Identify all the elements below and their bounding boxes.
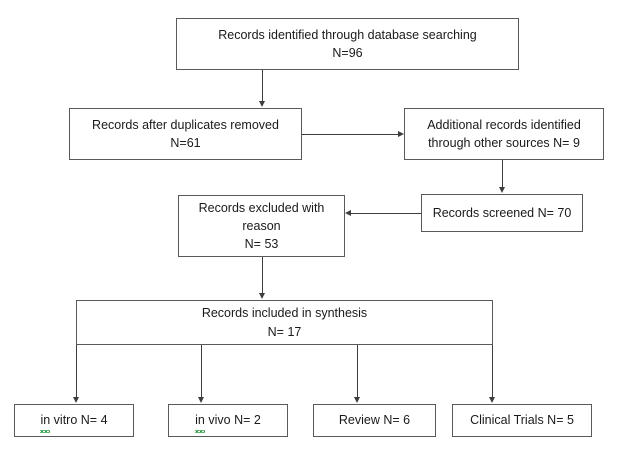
- connector-included-to-outcome-3: [357, 345, 358, 398]
- arrowhead-identified-to-duplicates: [258, 101, 265, 107]
- node-duplicates-removed-count: N=61: [170, 136, 201, 150]
- node-records-excluded-line1: Records excluded with: [198, 200, 325, 215]
- arrowhead-included-to-outcome-4: [488, 397, 495, 403]
- node-outcome-in-vivo-rest: vivo N= 2: [204, 413, 261, 428]
- node-records-excluded-line2: reason: [242, 218, 281, 233]
- arrowhead-included-to-outcome-1: [72, 397, 79, 403]
- spellcheck-underline-in-vivo: in: [195, 411, 205, 433]
- node-records-included-line1: Records included in synthesis: [201, 306, 368, 321]
- node-outcome-review-label: Review N= 6: [338, 413, 411, 428]
- node-duplicates-removed: Records after duplicates removed N=61: [69, 108, 302, 160]
- arrowhead-additional-to-screened: [498, 187, 505, 193]
- node-records-included-count: N= 17: [267, 324, 302, 339]
- connector-identified-to-duplicates: [262, 70, 263, 102]
- connector-included-to-outcome-2: [201, 345, 202, 398]
- node-records-identified-count: N=96: [332, 46, 363, 60]
- node-outcome-clinical-trials: Clinical Trials N= 5: [452, 404, 592, 437]
- arrowhead-duplicates-to-additional: [398, 130, 404, 137]
- node-additional-records-line1: Additional records identified: [427, 117, 581, 132]
- arrowhead-screened-to-excluded: [345, 209, 351, 216]
- node-outcome-in-vitro-rest: vitro N= 4: [50, 413, 108, 428]
- connector-included-to-outcome-1: [76, 345, 77, 398]
- spellcheck-underline-in-vitro: in: [40, 411, 50, 433]
- node-additional-records-line2: through other sources N= 9: [428, 136, 580, 150]
- node-outcome-in-vitro: in vitro N= 4: [14, 404, 134, 437]
- node-records-excluded: Records excluded with reason N= 53: [178, 195, 345, 257]
- node-outcome-in-vivo-label: in vivo N= 2: [195, 411, 261, 433]
- connector-included-to-outcome-4: [492, 345, 493, 398]
- node-outcome-in-vitro-label: in vitro N= 4: [40, 411, 108, 433]
- node-records-excluded-count: N= 53: [244, 237, 279, 252]
- connector-duplicates-to-additional: [302, 134, 398, 135]
- node-outcome-review: Review N= 6: [313, 404, 436, 437]
- node-additional-records: Additional records identified through ot…: [404, 108, 604, 160]
- node-duplicates-removed-line1: Records after duplicates removed: [92, 117, 279, 132]
- arrowhead-included-to-outcome-3: [353, 397, 360, 403]
- connector-screened-to-excluded: [351, 213, 421, 214]
- node-records-identified: Records identified through database sear…: [176, 18, 519, 70]
- arrowhead-included-to-outcome-2: [197, 397, 204, 403]
- node-records-screened: Records screened N= 70: [421, 194, 583, 232]
- node-records-included: Records included in synthesis N= 17: [76, 300, 493, 345]
- connector-excluded-to-included: [262, 257, 263, 294]
- node-outcome-in-vivo: in vivo N= 2: [168, 404, 288, 437]
- node-records-screened-line1: Records screened N= 70: [432, 205, 572, 220]
- connector-additional-to-screened: [502, 160, 503, 188]
- arrowhead-excluded-to-included: [258, 293, 265, 299]
- node-outcome-clinical-trials-label: Clinical Trials N= 5: [470, 413, 574, 428]
- node-records-identified-line1: Records identified through database sear…: [218, 27, 477, 42]
